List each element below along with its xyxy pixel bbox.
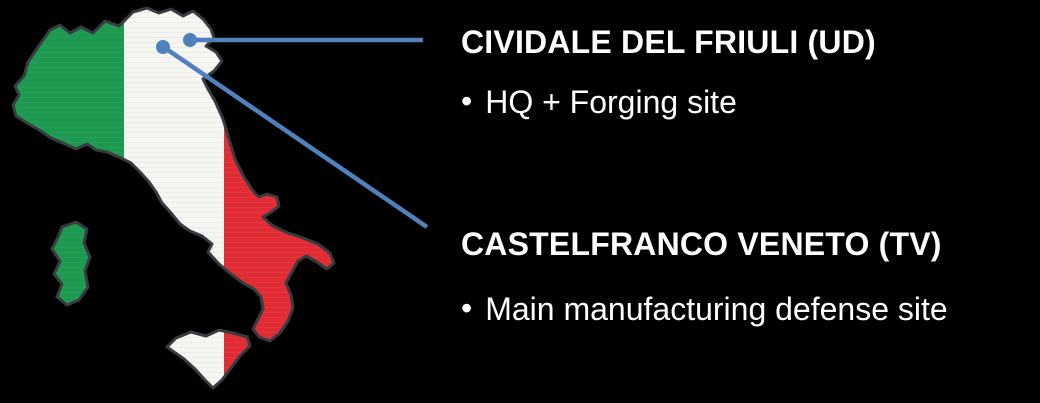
callout-detail-cividale: • HQ + Forging site [461,83,737,121]
callout-detail-text-castelfranco: Main manufacturing defense site [485,291,948,327]
callout-line-castelfranco [163,46,429,229]
flag-fabric-texture [13,8,334,388]
callout-detail-text-cividale: HQ + Forging site [485,84,737,120]
sardinia-outline [50,220,92,307]
callout-title-castelfranco: CASTELFRANCO VENETO (TV) [461,226,942,262]
flag-fill-group [13,8,334,388]
map-outlines [11,6,336,390]
mainland-outline [11,6,336,343]
callout-detail-castelfranco: • Main manufacturing defense site [461,290,948,328]
callout-title-cividale: CIVIDALE DEL FRIULI (UD) [461,24,876,60]
bullet-icon: • [461,83,473,119]
sicily-outline [165,328,252,390]
location-dot-icon [183,33,197,47]
bullet-icon: • [461,290,473,326]
location-dot-icon [156,40,170,54]
